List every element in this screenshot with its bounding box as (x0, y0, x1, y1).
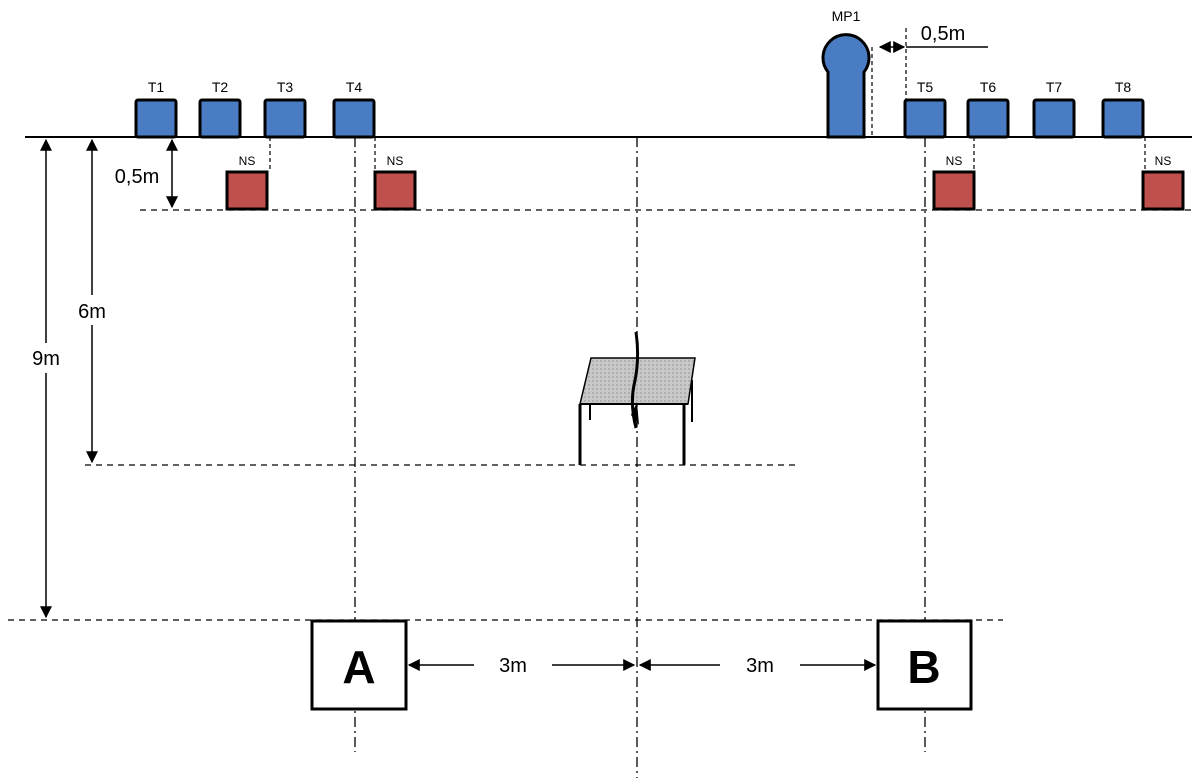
dim-half-top: 0,5m (115, 166, 159, 188)
svg-text:T5: T5 (917, 79, 934, 95)
dim-nine: 9m (32, 348, 60, 370)
speaker-t6: T6 (966, 79, 1010, 139)
ns-box-2: NS (373, 154, 417, 211)
ns-box-3: NS (932, 154, 976, 211)
svg-text:NS: NS (387, 154, 404, 168)
dim-three-right: 3m (746, 655, 774, 677)
svg-text:NS: NS (239, 154, 256, 168)
speaker-t8: T8 (1101, 79, 1145, 139)
table-icon (578, 331, 696, 465)
speaker-t7: T7 (1032, 79, 1076, 139)
svg-text:B: B (907, 641, 940, 693)
dim-half-mic: 0,5m (921, 23, 965, 45)
speaker-t2: T2 (198, 79, 242, 139)
svg-text:NS: NS (946, 154, 963, 168)
ns-box-4: NS (1141, 154, 1185, 211)
svg-text:T2: T2 (212, 79, 229, 95)
svg-text:T4: T4 (346, 79, 363, 95)
speaker-t3: T3 (263, 79, 307, 139)
svg-text:T1: T1 (148, 79, 165, 95)
svg-text:A: A (342, 641, 375, 693)
svg-text:T6: T6 (980, 79, 997, 95)
svg-text:NS: NS (1155, 154, 1172, 168)
svg-text:T3: T3 (277, 79, 294, 95)
svg-text:T8: T8 (1115, 79, 1132, 95)
position-a: A (310, 619, 408, 711)
speaker-t5: T5 (903, 79, 947, 139)
dim-three-left: 3m (499, 655, 527, 677)
svg-text:MP1: MP1 (832, 8, 861, 24)
microphone-mp1: MP1 (821, 8, 871, 139)
dim-six: 6m (78, 301, 106, 323)
speaker-t4: T4 (332, 79, 376, 139)
speaker-t1: T1 (134, 79, 178, 139)
position-b: B (876, 619, 973, 711)
ns-box-1: NS (225, 154, 269, 211)
svg-text:T7: T7 (1046, 79, 1063, 95)
